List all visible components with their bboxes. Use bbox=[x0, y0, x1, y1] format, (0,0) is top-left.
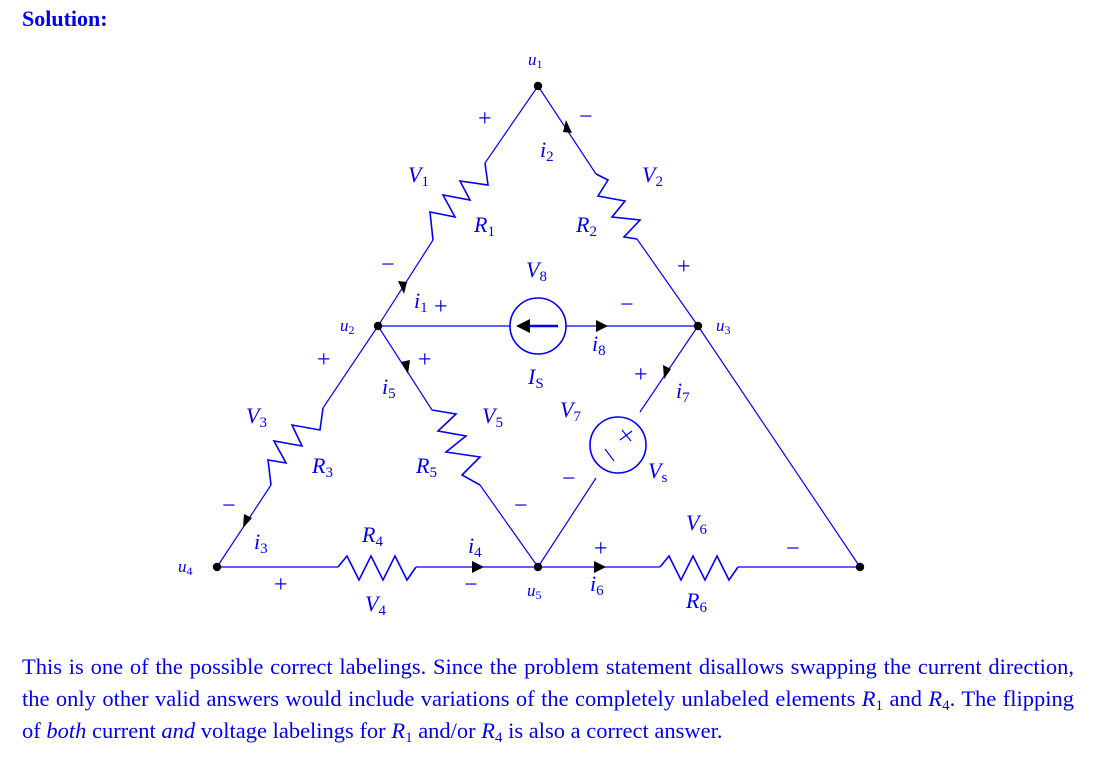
node-u4-dot bbox=[212, 562, 222, 572]
label-u3: u3 bbox=[716, 316, 731, 337]
sign-v2-minus: − bbox=[579, 104, 593, 130]
resistor-r4 bbox=[337, 554, 417, 582]
explanation-paragraph: This is one of the possible correct labe… bbox=[22, 654, 1074, 746]
sign-v5-plus: + bbox=[418, 347, 432, 373]
sign-v8-minus: − bbox=[620, 292, 634, 318]
current-labels: i1 i2 i3 i4 i5 i6 i7 i8 bbox=[254, 137, 690, 599]
label-v2: V2 bbox=[642, 162, 663, 190]
sign-v3-plus: + bbox=[317, 347, 331, 373]
element-labels: R1 R2 R3 R5 R4 R6 IS Vs bbox=[311, 212, 707, 616]
label-v1: V1 bbox=[408, 162, 429, 190]
label-i5: i5 bbox=[382, 374, 396, 402]
label-u1: u1 bbox=[528, 50, 543, 71]
label-is: IS bbox=[527, 364, 544, 392]
node-u1-dot bbox=[533, 81, 543, 91]
sign-v6-minus: − bbox=[786, 536, 800, 562]
sign-v2-plus: + bbox=[677, 254, 691, 280]
nodes bbox=[212, 81, 865, 572]
sign-v3-minus: − bbox=[222, 493, 236, 519]
arrow-i1 bbox=[398, 281, 407, 294]
resistor-r3 bbox=[267, 407, 324, 486]
label-v5: V5 bbox=[482, 403, 503, 431]
node-u5-dot bbox=[533, 562, 543, 572]
label-u4: u4 bbox=[178, 557, 193, 578]
arrow-i8 bbox=[596, 320, 608, 332]
current-source-is bbox=[509, 297, 567, 355]
label-r1: R1 bbox=[473, 212, 495, 240]
label-u2: u2 bbox=[340, 316, 355, 337]
voltage-source-vs bbox=[589, 416, 647, 474]
arrow-i3 bbox=[243, 514, 252, 528]
node-labels: u1 u2 u3 u4 u5 bbox=[178, 50, 731, 602]
sign-v4-minus: − bbox=[464, 572, 478, 598]
sign-v6-plus: + bbox=[594, 536, 608, 562]
voltage-labels: V1 V2 V3 V4 V5 V6 V7 V8 bbox=[246, 162, 707, 619]
node-u2-dot bbox=[373, 321, 383, 331]
arrow-i7 bbox=[663, 365, 671, 379]
label-r4: R4 bbox=[361, 522, 383, 550]
label-i4: i4 bbox=[468, 533, 482, 561]
sign-v1-plus: + bbox=[478, 106, 492, 132]
label-r5: R5 bbox=[415, 453, 437, 481]
sign-v5-minus: − bbox=[514, 493, 528, 519]
node-u3-dot bbox=[693, 321, 703, 331]
label-i6: i6 bbox=[590, 571, 604, 599]
label-i7: i7 bbox=[676, 378, 690, 406]
label-v3: V3 bbox=[246, 403, 267, 431]
solution-heading: Solution: bbox=[22, 6, 108, 31]
resistor-r2 bbox=[595, 173, 642, 240]
sign-v7-minus: − bbox=[562, 466, 576, 492]
label-v7: V7 bbox=[560, 397, 581, 425]
label-r2: R2 bbox=[575, 212, 597, 240]
arrow-i5 bbox=[401, 360, 410, 374]
arrow-i6 bbox=[594, 561, 606, 573]
arrow-i2 bbox=[563, 120, 572, 133]
node-corner-dot bbox=[855, 562, 865, 572]
label-i1: i1 bbox=[414, 288, 428, 316]
sign-v7-plus: + bbox=[634, 362, 648, 388]
circuit-diagram: u1 u2 u3 u4 u5 R1 R2 R3 R5 R4 R6 IS Vs V… bbox=[178, 50, 865, 619]
label-v4: V4 bbox=[365, 591, 386, 619]
label-i2: i2 bbox=[540, 137, 554, 165]
label-v8: V8 bbox=[526, 257, 547, 285]
label-v6: V6 bbox=[686, 510, 707, 538]
label-u5: u5 bbox=[527, 581, 542, 602]
label-i3: i3 bbox=[254, 529, 268, 557]
sign-v8-plus: + bbox=[434, 294, 448, 320]
label-i8: i8 bbox=[592, 331, 606, 359]
label-vs: Vs bbox=[648, 458, 667, 486]
label-r3: R3 bbox=[311, 453, 333, 481]
resistor-r1 bbox=[429, 162, 489, 241]
current-arrows bbox=[243, 120, 671, 573]
arrow-i4 bbox=[472, 561, 484, 573]
resistor-r5 bbox=[431, 409, 482, 486]
sign-v4-plus: + bbox=[274, 572, 288, 598]
label-r6: R6 bbox=[685, 588, 707, 616]
resistor-r6 bbox=[659, 554, 739, 582]
sign-v1-minus: − bbox=[381, 252, 395, 278]
polarity-signs: + − − + + − + − + − + − + − + − bbox=[222, 104, 800, 598]
